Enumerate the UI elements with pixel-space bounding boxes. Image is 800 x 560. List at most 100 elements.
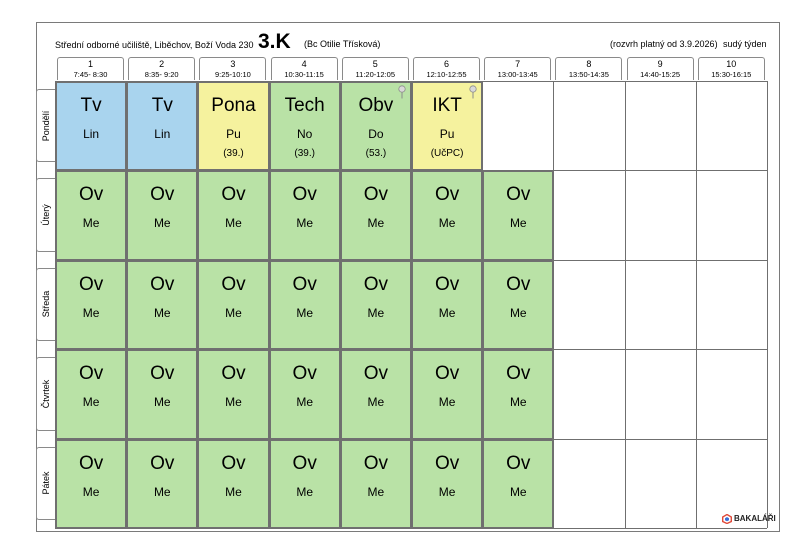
lesson-teacher: Me <box>153 305 171 320</box>
lesson-subject: Ov <box>221 363 246 385</box>
lesson-subject: Pona <box>211 95 256 116</box>
lesson-subject: Ov <box>150 184 175 206</box>
lesson-teacher: Me <box>367 395 385 410</box>
lesson-teacher: Pu <box>439 127 455 141</box>
period-time: 15:30-16:15 <box>711 70 752 79</box>
period-time: 7:45- 8:30 <box>73 70 108 79</box>
day-name: Úterý <box>41 204 51 226</box>
period-number: 2 <box>159 59 165 69</box>
grid-line-vertical <box>411 81 412 528</box>
lesson-subject: Ov <box>506 273 531 295</box>
grid-line-vertical <box>339 81 341 528</box>
lesson-teacher: Do <box>368 127 384 141</box>
class-name: 3.K <box>258 30 291 53</box>
lesson-subject: Ov <box>434 363 460 385</box>
lesson-teacher: Me <box>82 395 100 410</box>
lesson-teacher: Me <box>225 484 242 499</box>
lesson-subject: Ov <box>506 452 531 474</box>
week-type: sudý týden <box>723 39 767 49</box>
period-number: 10 <box>726 59 737 69</box>
day-name: Pondělí <box>41 110 51 141</box>
lesson-teacher: No <box>297 127 313 141</box>
lesson-subject: Ov <box>221 452 246 474</box>
lesson-subject: Ov <box>363 273 389 295</box>
lesson-subject: Ov <box>434 452 460 474</box>
lesson-teacher: Me <box>296 395 314 410</box>
period-number: 6 <box>443 59 449 69</box>
lesson-subject: Ov <box>363 184 389 206</box>
grid-line-vertical <box>767 81 768 528</box>
lesson-teacher: Me <box>509 484 527 499</box>
grid-line-vertical <box>695 81 697 528</box>
bakalari-logo: BAKALÁŘI <box>721 513 776 525</box>
validity-date: (rozvrh platný od 3.9.2026) <box>610 39 718 49</box>
lesson-subject: Ov <box>434 184 460 206</box>
lesson-teacher: Me <box>153 484 171 499</box>
lesson-room: (39.) <box>294 148 315 159</box>
lesson-subject: Ov <box>292 273 317 295</box>
lesson-subject: Ov <box>150 452 175 474</box>
lesson-subject: Ov <box>78 452 104 474</box>
lesson-teacher: Me <box>225 395 242 410</box>
grid-line-horizontal <box>55 81 767 82</box>
lesson-teacher: Me <box>509 395 527 410</box>
grid-line-vertical <box>197 81 199 528</box>
lesson-subject: Tv <box>80 95 102 116</box>
period-time: 12:10-12:55 <box>426 70 467 79</box>
school-name: Střední odborné učiliště, Liběchov, Boží… <box>55 40 254 50</box>
day-name: Středa <box>41 291 51 318</box>
grid-line-horizontal <box>55 259 767 261</box>
lesson-teacher: Me <box>296 484 314 499</box>
day-label-4: Čtvrtek <box>36 357 55 431</box>
lesson-subject: Ov <box>221 273 246 295</box>
lesson-subject: Ov <box>506 363 531 385</box>
lesson-teacher: Me <box>367 305 385 320</box>
lesson-subject: Ov <box>506 184 531 206</box>
day-label-1: Pondělí <box>36 89 55 163</box>
lesson-subject: Ov <box>150 363 175 385</box>
lesson-room: (53.) <box>365 148 387 159</box>
lesson-subject: Ov <box>221 184 246 206</box>
lesson-teacher: Me <box>82 484 100 499</box>
lesson-subject: Ov <box>292 363 317 385</box>
lesson-teacher: Me <box>153 216 171 231</box>
